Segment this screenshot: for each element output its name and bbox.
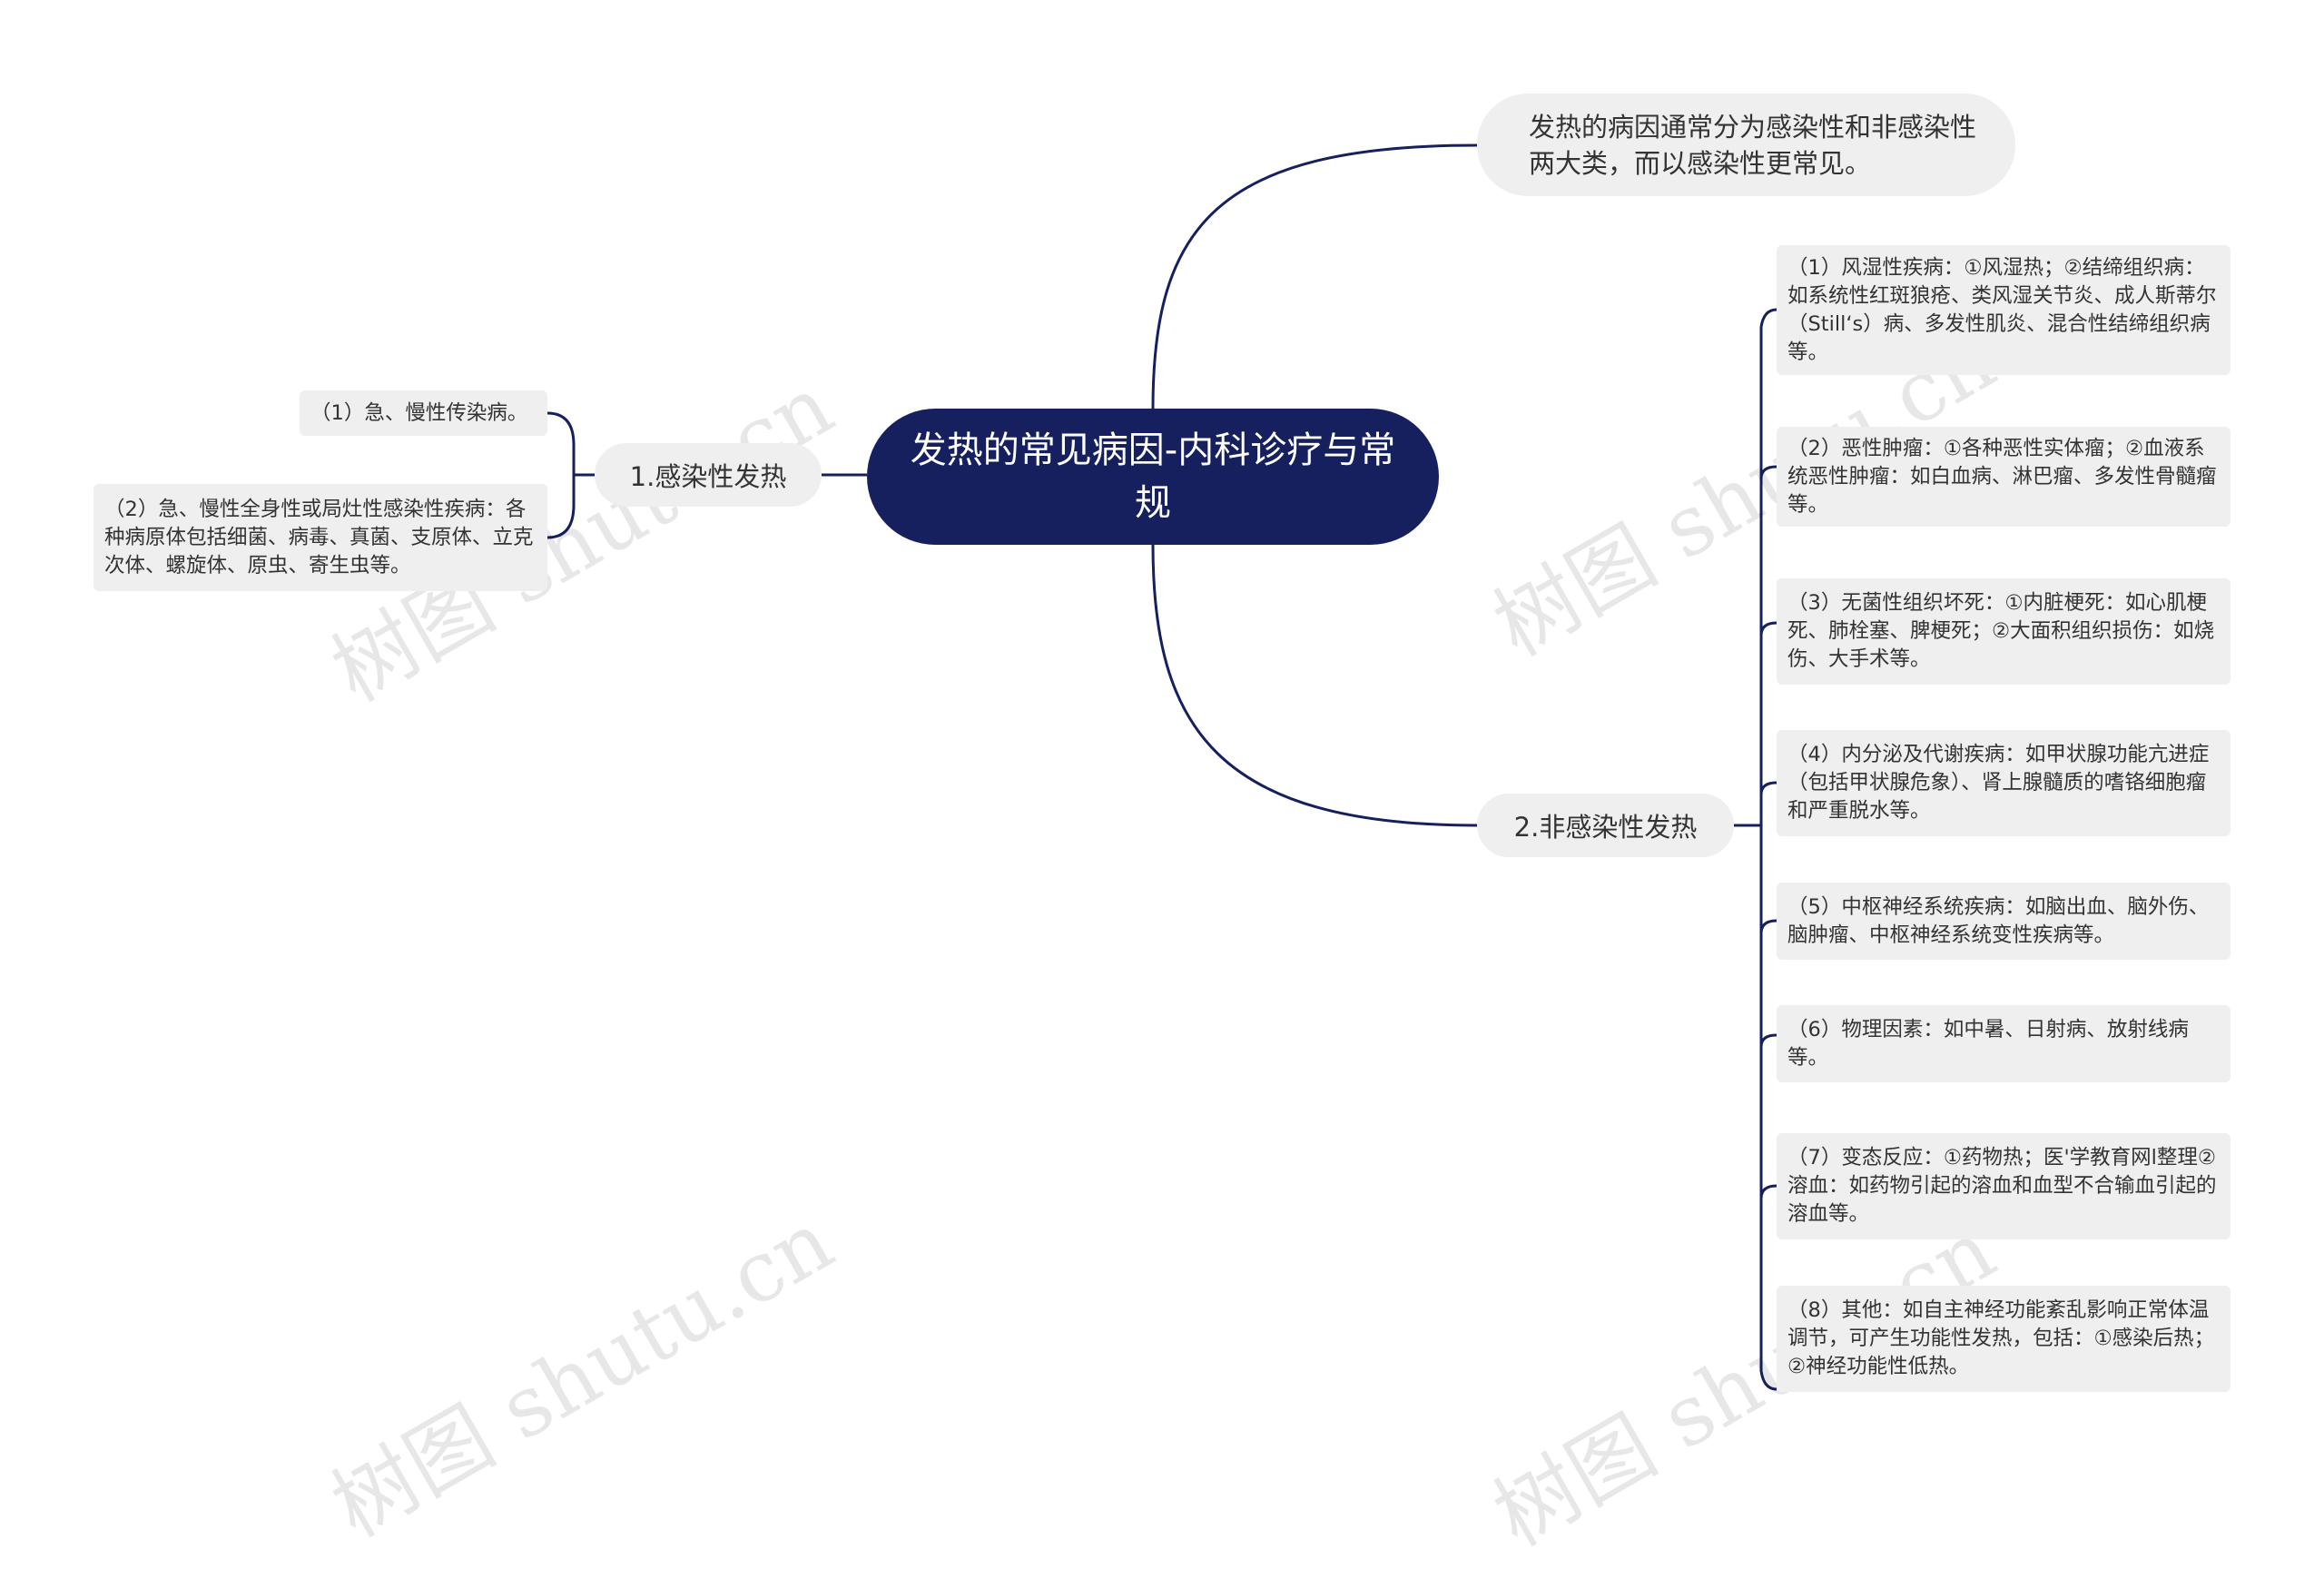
leaf-item[interactable]: （2）急、慢性全身性或局灶性感染性疾病：各种病原体包括细菌、病毒、真菌、支原体、…: [94, 484, 547, 591]
branch-infectious-fever[interactable]: 1.感染性发热: [595, 443, 822, 507]
leaf-item[interactable]: （1）风湿性疾病：①风湿热；②结缔组织病：如系统性红斑狼疮、类风湿关节炎、成人斯…: [1777, 245, 2230, 375]
branch-label: 2.非感染性发热: [1513, 812, 1698, 843]
root-topic[interactable]: 发热的常见病因-内科诊疗与常规: [867, 409, 1439, 545]
leaf-item[interactable]: （6）物理因素：如中暑、日射病、放射线病等。: [1777, 1005, 2230, 1082]
leaf-item[interactable]: （2）恶性肿瘤：①各种恶性实体瘤；②血液系统恶性肿瘤：如白血病、淋巴瘤、多发性骨…: [1777, 427, 2230, 527]
leaf-text: （4）内分泌及代谢疾病：如甲状腺功能亢进症（包括甲状腺危象）、肾上腺髓质的嗜铬细…: [1787, 743, 2210, 823]
leaf-text: （7）变态反应：①药物热；医'学教育网l整理②溶血：如药物引起的溶血和血型不合输…: [1787, 1146, 2217, 1226]
branch-noninfectious-fever[interactable]: 2.非感染性发热: [1477, 794, 1734, 857]
intro-text: 发热的病因通常分为感染性和非感染性两大类，而以感染性更常见。: [1529, 111, 1977, 179]
leaf-text: （6）物理因素：如中暑、日射病、放射线病等。: [1787, 1017, 2189, 1070]
intro-topic[interactable]: 发热的病因通常分为感染性和非感染性两大类，而以感染性更常见。: [1477, 94, 2015, 196]
leaf-text: （1）急、慢性传染病。: [310, 400, 528, 425]
leaf-item[interactable]: （8）其他：如自主神经功能紊乱影响正常体温调节，可产生功能性发热，包括：①感染后…: [1777, 1286, 2230, 1392]
leaf-text: （2）恶性肿瘤：①各种恶性实体瘤；②血液系统恶性肿瘤：如白血病、淋巴瘤、多发性骨…: [1787, 436, 2217, 517]
leaf-item[interactable]: （1）急、慢性传染病。: [300, 390, 547, 436]
leaf-text: （8）其他：如自主神经功能紊乱影响正常体温调节，可产生功能性发热，包括：①感染后…: [1787, 1298, 2215, 1378]
leaf-item[interactable]: （7）变态反应：①药物热；医'学教育网l整理②溶血：如药物引起的溶血和血型不合输…: [1777, 1133, 2230, 1239]
leaf-text: （2）急、慢性全身性或局灶性感染性疾病：各种病原体包括细菌、病毒、真菌、支原体、…: [104, 497, 534, 577]
connector-lines: [547, 143, 1777, 1391]
leaf-text: （3）无菌性组织坏死：①内脏梗死：如心肌梗死、肺栓塞、脾梗死；②大面积组织损伤：…: [1787, 591, 2215, 671]
leaf-item[interactable]: （3）无菌性组织坏死：①内脏梗死：如心肌梗死、肺栓塞、脾梗死；②大面积组织损伤：…: [1777, 578, 2230, 685]
root-title: 发热的常见病因-内科诊疗与常规: [910, 429, 1396, 524]
leaf-item[interactable]: （4）内分泌及代谢疾病：如甲状腺功能亢进症（包括甲状腺危象）、肾上腺髓质的嗜铬细…: [1777, 730, 2230, 836]
leaf-text: （1）风湿性疾病：①风湿热；②结缔组织病：如系统性红斑狼疮、类风湿关节炎、成人斯…: [1787, 255, 2217, 364]
leaf-item[interactable]: （5）中枢神经系统疾病：如脑出血、脑外伤、脑肿瘤、中枢神经系统变性疾病等。: [1777, 883, 2230, 960]
branch-label: 1.感染性发热: [629, 461, 787, 492]
leaf-text: （5）中枢神经系统疾病：如脑出血、脑外伤、脑肿瘤、中枢神经系统变性疾病等。: [1787, 894, 2210, 947]
